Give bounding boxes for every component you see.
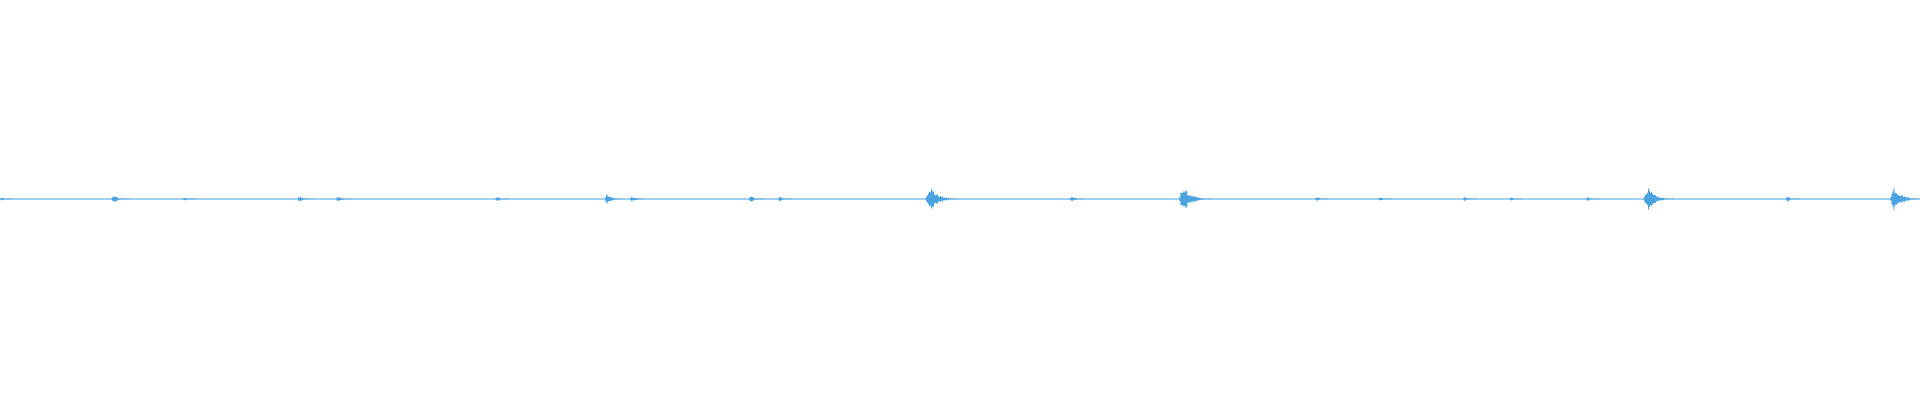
- waveform-burst-path: [297, 196, 314, 202]
- waveform-burst-path: [181, 197, 196, 201]
- waveform-burst-path: [1643, 188, 1674, 210]
- waveform-burst: [1585, 197, 1600, 201]
- waveform-burst: [777, 197, 793, 201]
- waveform-burst: [748, 196, 765, 202]
- waveform-burst-path: [494, 197, 510, 201]
- waveform-bursts: [0, 188, 1920, 210]
- waveform-burst-path: [335, 197, 352, 201]
- waveform-burst-path: [604, 194, 624, 204]
- waveform-burst-path: [1178, 190, 1212, 208]
- waveform-burst: [1178, 190, 1212, 208]
- waveform-burst-path: [629, 196, 646, 202]
- waveform-burst-path: [1068, 197, 1085, 201]
- waveform-burst: [1508, 197, 1523, 201]
- waveform-burst: [1785, 196, 1801, 202]
- waveform-burst: [1889, 188, 1920, 210]
- waveform-burst-path: [1785, 196, 1801, 202]
- waveform-burst: [629, 196, 646, 202]
- waveform-burst-path: [1314, 197, 1329, 201]
- waveform-burst: [494, 197, 510, 201]
- waveform-burst-path: [1508, 197, 1523, 201]
- waveform-burst-path: [1378, 197, 1393, 201]
- waveform-burst: [1462, 196, 1478, 202]
- waveform-burst: [335, 197, 352, 201]
- waveform-burst-path: [1585, 197, 1600, 201]
- waveform-burst: [181, 197, 196, 201]
- waveform-burst-path: [777, 197, 793, 201]
- waveform-burst: [924, 189, 959, 209]
- waveform-burst: [1314, 197, 1329, 201]
- waveform-burst: [1378, 197, 1393, 201]
- waveform-burst-path: [1889, 188, 1920, 210]
- waveform-burst: [1068, 197, 1085, 201]
- waveform-burst-path: [924, 189, 959, 209]
- waveform-burst: [297, 196, 314, 202]
- waveform-burst-path: [1462, 196, 1478, 202]
- waveform-burst-path: [0, 197, 13, 201]
- waveform-burst: [110, 196, 129, 202]
- waveform-burst: [0, 197, 13, 201]
- waveform-burst-path: [110, 196, 129, 202]
- waveform-burst: [604, 194, 624, 204]
- waveform-burst: [1643, 188, 1674, 210]
- waveform-burst-path: [748, 196, 765, 202]
